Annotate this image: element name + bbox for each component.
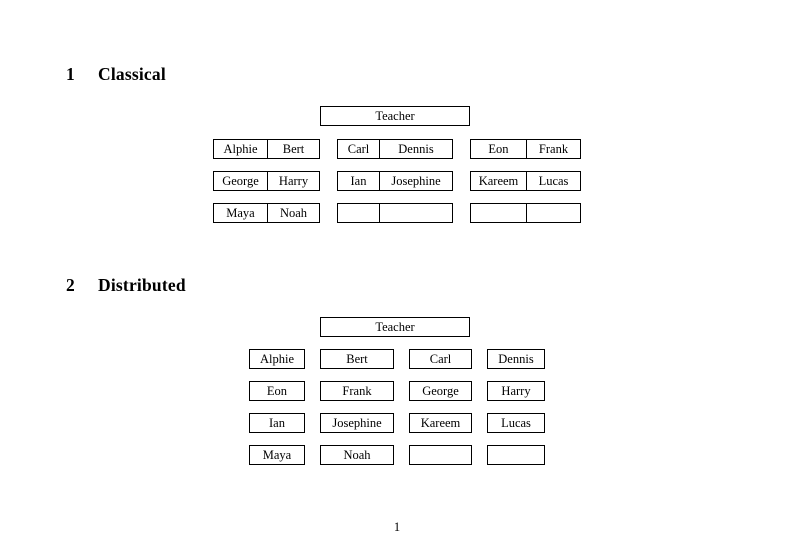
- section-heading-distributed: 2 Distributed: [66, 275, 186, 296]
- student-cell[interactable]: Lucas: [487, 413, 545, 433]
- student-cell[interactable]: Eon: [470, 139, 527, 159]
- section-heading-classical: 1 Classical: [66, 64, 166, 85]
- student-cell[interactable]: Maya: [213, 203, 268, 223]
- student-cell[interactable]: Eon: [249, 381, 305, 401]
- student-cell[interactable]: Josephine: [320, 413, 394, 433]
- student-cell-empty[interactable]: [470, 203, 527, 223]
- student-cell[interactable]: Carl: [409, 349, 472, 369]
- student-cell-empty[interactable]: [379, 203, 453, 223]
- student-group-1-row-3: Maya Noah: [213, 203, 320, 223]
- student-group-3-row-1: Eon Frank: [470, 139, 581, 159]
- student-cell[interactable]: Noah: [267, 203, 320, 223]
- student-cell[interactable]: Bert: [267, 139, 320, 159]
- section-number: 2: [66, 275, 75, 295]
- section-title: Classical: [98, 64, 166, 84]
- student-cell[interactable]: Lucas: [526, 171, 581, 191]
- student-cell[interactable]: Alphie: [213, 139, 268, 159]
- student-cell[interactable]: Bert: [320, 349, 394, 369]
- student-cell[interactable]: Harry: [487, 381, 545, 401]
- student-cell[interactable]: Dennis: [379, 139, 453, 159]
- section-number: 1: [66, 64, 75, 84]
- student-cell[interactable]: Josephine: [379, 171, 453, 191]
- student-cell[interactable]: Dennis: [487, 349, 545, 369]
- teacher-box-distributed[interactable]: Teacher: [320, 317, 470, 337]
- student-cell[interactable]: Harry: [267, 171, 320, 191]
- student-cell[interactable]: Kareem: [409, 413, 472, 433]
- student-cell[interactable]: Alphie: [249, 349, 305, 369]
- student-cell[interactable]: Ian: [249, 413, 305, 433]
- student-cell-empty[interactable]: [526, 203, 581, 223]
- student-cell[interactable]: Maya: [249, 445, 305, 465]
- student-group-1-row-1: Alphie Bert: [213, 139, 320, 159]
- student-group-3-row-3: [470, 203, 581, 223]
- student-group-1-row-2: George Harry: [213, 171, 320, 191]
- page-number: 1: [393, 520, 401, 534]
- student-cell[interactable]: George: [409, 381, 472, 401]
- student-cell[interactable]: Frank: [526, 139, 581, 159]
- student-group-2-row-2: Ian Josephine: [337, 171, 453, 191]
- teacher-box-classical[interactable]: Teacher: [320, 106, 470, 126]
- student-cell-empty[interactable]: [409, 445, 472, 465]
- student-cell[interactable]: Kareem: [470, 171, 527, 191]
- student-cell[interactable]: George: [213, 171, 268, 191]
- student-group-3-row-2: Kareem Lucas: [470, 171, 581, 191]
- student-group-2-row-3: [337, 203, 453, 223]
- student-cell-empty[interactable]: [487, 445, 545, 465]
- student-cell[interactable]: Ian: [337, 171, 380, 191]
- student-cell[interactable]: Noah: [320, 445, 394, 465]
- student-cell[interactable]: Carl: [337, 139, 380, 159]
- student-cell[interactable]: Frank: [320, 381, 394, 401]
- student-cell-empty[interactable]: [337, 203, 380, 223]
- student-group-2-row-1: Carl Dennis: [337, 139, 453, 159]
- section-title: Distributed: [98, 275, 186, 295]
